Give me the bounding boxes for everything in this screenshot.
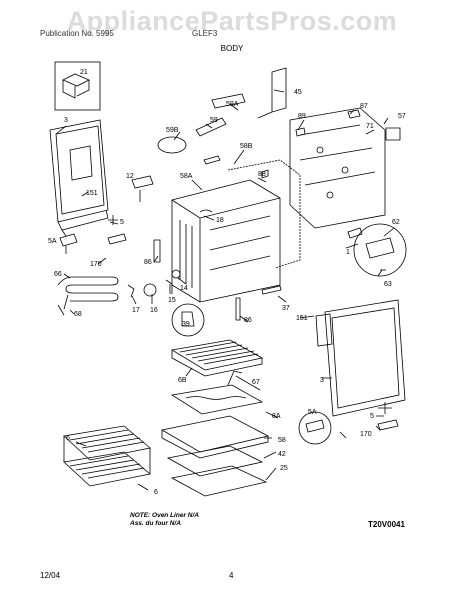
- callout-58: 58: [278, 437, 286, 444]
- callout-151-left: 151: [86, 190, 98, 197]
- part-25: [170, 465, 268, 497]
- part-87: [347, 109, 361, 119]
- part-16: [143, 283, 157, 297]
- part-62: [365, 237, 395, 259]
- callout-59b: 59B: [166, 127, 179, 134]
- bake-element: [57, 276, 119, 302]
- part-59a: [211, 93, 246, 109]
- callout-88: 88: [258, 171, 266, 178]
- part-151-right: [315, 313, 333, 347]
- callout-63: 63: [384, 281, 392, 288]
- callout-16: 16: [150, 307, 158, 314]
- door-panel-right: [324, 299, 406, 417]
- callout-66: 66: [54, 271, 62, 278]
- diagram-code: T20V0041: [368, 520, 405, 529]
- callout-3-left: 3: [64, 117, 68, 124]
- callout-labels: 21 3 151 5 5A 170 66 68 59A 59 59B 12 58…: [48, 69, 406, 496]
- callout-59a: 59A: [226, 101, 239, 108]
- hinge-5a-left: [59, 233, 78, 254]
- element-8a: [170, 384, 264, 415]
- publication-number: Publication No. 5995: [40, 29, 114, 38]
- callout-25: 25: [280, 465, 288, 472]
- callout-15: 15: [168, 297, 176, 304]
- part-15: [165, 279, 173, 294]
- callout-17: 17: [132, 307, 140, 314]
- part-18: [199, 209, 213, 213]
- callout-6-upper: 6: [66, 435, 70, 442]
- callout-170-left: 170: [90, 261, 102, 268]
- callout-67: 67: [252, 379, 260, 386]
- callout-58a: 58A: [180, 173, 193, 180]
- part-59b: [157, 136, 187, 154]
- oven-cavity: [171, 179, 281, 303]
- oven-liner-note: NOTE: Oven Liner N/A Ass. du four N/A: [130, 512, 199, 528]
- part-57: [385, 127, 401, 141]
- callout-89: 89: [298, 113, 306, 120]
- model-number: GLEF3: [192, 29, 218, 38]
- part-5a-right-circle: [298, 411, 332, 445]
- part-5-right: [378, 402, 392, 414]
- callout-42: 42: [278, 451, 286, 458]
- callout-12: 12: [126, 173, 134, 180]
- callout-45: 45: [294, 89, 302, 96]
- callout-170-right: 170: [360, 431, 372, 438]
- part-14: [171, 269, 181, 279]
- callout-3-right: 3: [320, 377, 324, 384]
- part-21-box: [54, 61, 101, 111]
- footer-date: 12/04: [40, 571, 61, 580]
- callout-14: 14: [180, 285, 188, 292]
- part-170-right: [377, 419, 399, 431]
- part-17: [127, 284, 135, 298]
- footer-page-number: 4: [229, 571, 234, 580]
- part-89: [295, 127, 306, 137]
- callout-5a-left: 5A: [48, 238, 57, 245]
- part-21-bracket: [62, 73, 90, 99]
- part-42: [166, 445, 264, 477]
- back-panel: [289, 107, 386, 229]
- callout-57: 57: [398, 113, 406, 120]
- callout-71: 71: [366, 123, 374, 130]
- callout-8a: 8A: [272, 413, 281, 420]
- callout-62: 62: [392, 219, 400, 226]
- note-line-2: Ass. du four N/A: [130, 520, 181, 527]
- part-86-left: [153, 239, 161, 263]
- callout-59: 59: [210, 117, 218, 124]
- part-62-circle: [353, 223, 407, 277]
- callout-1: 1: [346, 249, 350, 256]
- insulation-58b: [227, 159, 301, 269]
- callout-86-left: 86: [144, 259, 152, 266]
- part-12: [131, 175, 154, 202]
- note-line-1: NOTE: Oven Liner N/A: [130, 512, 199, 519]
- part-45: [257, 67, 287, 119]
- callout-6b: 6B: [178, 377, 187, 384]
- callout-68: 68: [74, 311, 82, 318]
- door-panel-left: [49, 119, 109, 223]
- callout-87: 87: [360, 103, 368, 110]
- watermark: AppliancePartsPros.com: [66, 6, 398, 36]
- callout-6-lower: 6: [154, 489, 158, 496]
- callout-5-right: 5: [370, 413, 374, 420]
- callout-58b: 58B: [240, 143, 253, 150]
- part-59: [195, 117, 227, 137]
- callout-39: 39: [182, 321, 190, 328]
- callout-18: 18: [216, 217, 224, 224]
- part-86-right: [235, 297, 241, 321]
- callout-5-left: 5: [120, 219, 124, 226]
- part-39-circle: [171, 303, 205, 337]
- callout-21: 21: [80, 69, 88, 76]
- callout-5a-right: 5A: [308, 409, 317, 416]
- callout-37: 37: [282, 305, 290, 312]
- callout-151-right: 151: [296, 315, 308, 322]
- part-37: [261, 285, 282, 295]
- callout-86-right: 86: [244, 317, 252, 324]
- section-title: BODY: [220, 44, 244, 53]
